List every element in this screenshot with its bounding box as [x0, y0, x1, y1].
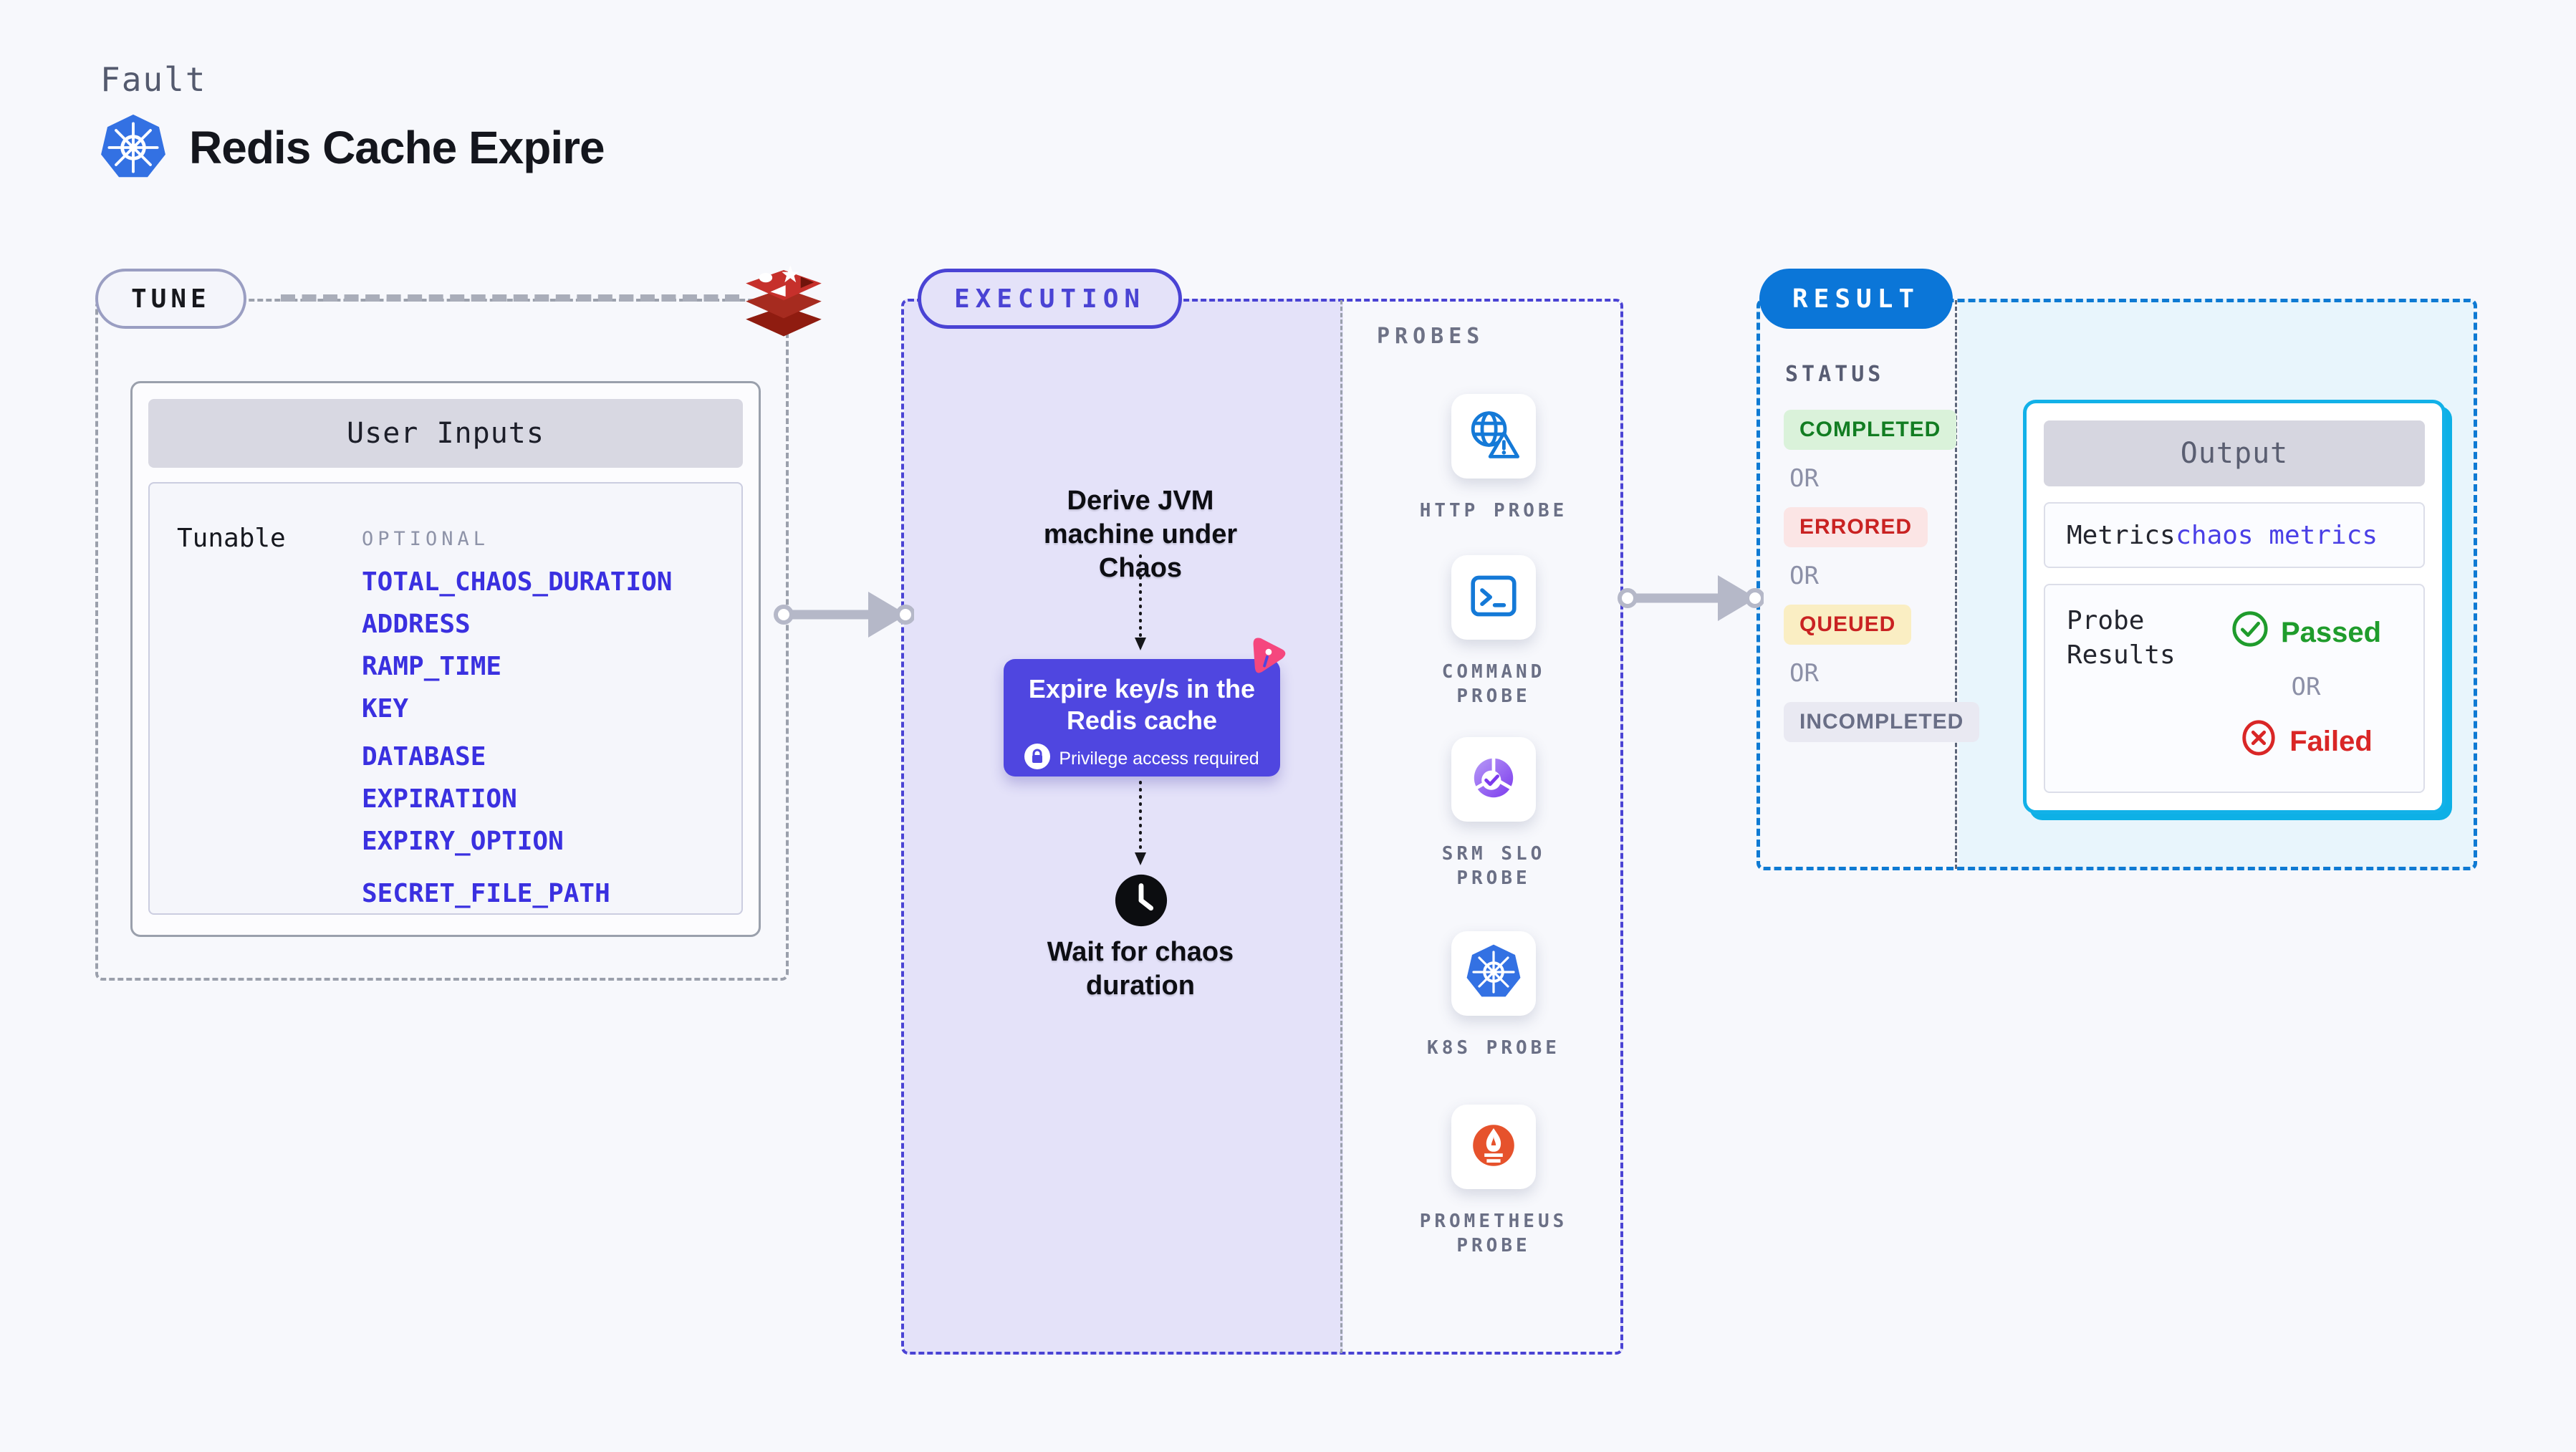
- user-inputs-header: User Inputs: [148, 399, 743, 468]
- param-total-chaos-duration: TOTAL_CHAOS_DURATION: [362, 567, 673, 597]
- globe-warning-icon: [1465, 406, 1522, 466]
- chaos-spark-icon: [1244, 633, 1289, 678]
- dotted-arrow-down-2: [1132, 781, 1149, 868]
- wait-step-text: Wait for chaos duration: [1047, 937, 1234, 1001]
- result-badge: RESULT: [1759, 269, 1953, 329]
- param-key: KEY: [362, 694, 409, 723]
- status-badge-incompleted: INCOMPLETED: [1784, 702, 1980, 742]
- probe-item-srm-slo: SRM SLO PROBE: [1408, 737, 1580, 890]
- output-card: Output Metrics chaos metrics Probe Resul…: [2023, 400, 2446, 814]
- probe-results-label: Probe Results: [2067, 606, 2176, 670]
- status-heading: STATUS: [1785, 362, 1885, 387]
- probe-card: [1451, 555, 1536, 640]
- passed-text: Passed: [2280, 616, 2382, 648]
- probe-label: SRM SLO PROBE: [1441, 843, 1546, 889]
- fault-kicker: Fault: [100, 60, 207, 99]
- verdict-failed: Failed: [2239, 718, 2373, 764]
- probe-results-values: Passed OR Failed: [2210, 604, 2402, 773]
- probe-card: [1451, 394, 1536, 479]
- probe-label: COMMAND PROBE: [1441, 661, 1546, 707]
- verdict-passed: Passed: [2231, 610, 2381, 655]
- or-separator: OR: [1789, 659, 1819, 688]
- prometheus-icon: [1465, 1117, 1522, 1177]
- param-expiry-option: EXPIRY_OPTION: [362, 827, 564, 856]
- param-list: TOTAL_CHAOS_DURATION ADDRESS RAMP_TIME K…: [362, 568, 672, 922]
- probe-item-command: COMMAND PROBE: [1408, 555, 1580, 708]
- probe-card: [1451, 1105, 1536, 1189]
- failed-text: Failed: [2289, 725, 2373, 757]
- chaos-action-title: Expire key/s in the Redis cache: [1028, 674, 1256, 735]
- status-column: COMPLETED OR ERRORED OR QUEUED OR INCOMP…: [1784, 410, 1980, 742]
- check-circle-icon: [2231, 610, 2269, 655]
- or-separator: OR: [1789, 562, 1819, 590]
- probe-card: [1451, 931, 1536, 1016]
- page-title-row: Redis Cache Expire: [99, 113, 605, 182]
- page-title: Redis Cache Expire: [189, 122, 605, 173]
- optional-group-label: OPTIONAL: [362, 528, 490, 550]
- result-status-divider: [1955, 300, 1957, 869]
- tune-to-execution-arrow: [774, 586, 915, 643]
- probe-card: [1451, 737, 1536, 822]
- param-address: ADDRESS: [362, 610, 471, 639]
- status-badge-completed: COMPLETED: [1784, 410, 1957, 450]
- status-badge-errored: ERRORED: [1784, 507, 1928, 547]
- tune-badge: TUNE: [95, 269, 246, 329]
- or-separator: OR: [1789, 464, 1819, 493]
- metrics-value: chaos metrics: [2176, 520, 2378, 550]
- tune-connector-dash: [281, 294, 739, 302]
- status-badge-queued: QUEUED: [1784, 605, 1912, 645]
- execution-badge: EXECUTION: [918, 269, 1183, 329]
- chaos-action-card: Expire key/s in the Redis cache Privileg…: [1004, 659, 1280, 777]
- dotted-arrow-down-1: [1132, 553, 1149, 653]
- user-inputs-body: Tunable OPTIONAL TOTAL_CHAOS_DURATION AD…: [148, 482, 743, 915]
- probe-label: PROMETHEUS PROBE: [1419, 1211, 1568, 1256]
- output-header: Output: [2044, 420, 2425, 486]
- derive-step-text: Derive JVM machine under Chaos: [1043, 486, 1238, 583]
- metrics-label: Metrics: [2067, 520, 2176, 550]
- slo-check-icon: [1465, 749, 1522, 809]
- tunable-label: Tunable: [177, 524, 286, 553]
- probe-item-prometheus: PROMETHEUS PROBE: [1408, 1105, 1580, 1258]
- clock-icon: [1113, 872, 1169, 928]
- param-ramp-time: RAMP_TIME: [362, 652, 502, 681]
- execution-to-result-arrow: [1618, 569, 1765, 627]
- privilege-note-text: Privilege access required: [1059, 749, 1259, 769]
- or-separator: OR: [2291, 673, 2321, 701]
- execution-probes-divider: [1340, 300, 1342, 1353]
- probe-label: K8S PROBE: [1427, 1037, 1560, 1059]
- kubernetes-icon: [99, 113, 168, 182]
- redis-icon: [736, 249, 831, 344]
- lock-icon: [1024, 744, 1051, 774]
- probe-item-k8s: K8S PROBE: [1408, 931, 1580, 1060]
- metrics-row: Metrics chaos metrics: [2044, 502, 2425, 568]
- terminal-icon: [1465, 567, 1522, 628]
- probe-item-http: HTTP PROBE: [1408, 394, 1580, 523]
- probe-results-row: Probe Results Passed OR: [2044, 584, 2425, 793]
- privilege-note: Privilege access required: [1004, 744, 1280, 774]
- param-secret-file-path: SECRET_FILE_PATH: [362, 879, 610, 908]
- x-circle-icon: [2239, 718, 2278, 764]
- param-expiration: EXPIRATION: [362, 784, 517, 814]
- param-database: DATABASE: [362, 742, 486, 771]
- kubernetes-icon: [1465, 943, 1522, 1004]
- probe-label: HTTP PROBE: [1419, 500, 1568, 521]
- user-inputs-card: User Inputs Tunable OPTIONAL TOTAL_CHAOS…: [130, 381, 761, 937]
- probes-heading: PROBES: [1377, 324, 1485, 349]
